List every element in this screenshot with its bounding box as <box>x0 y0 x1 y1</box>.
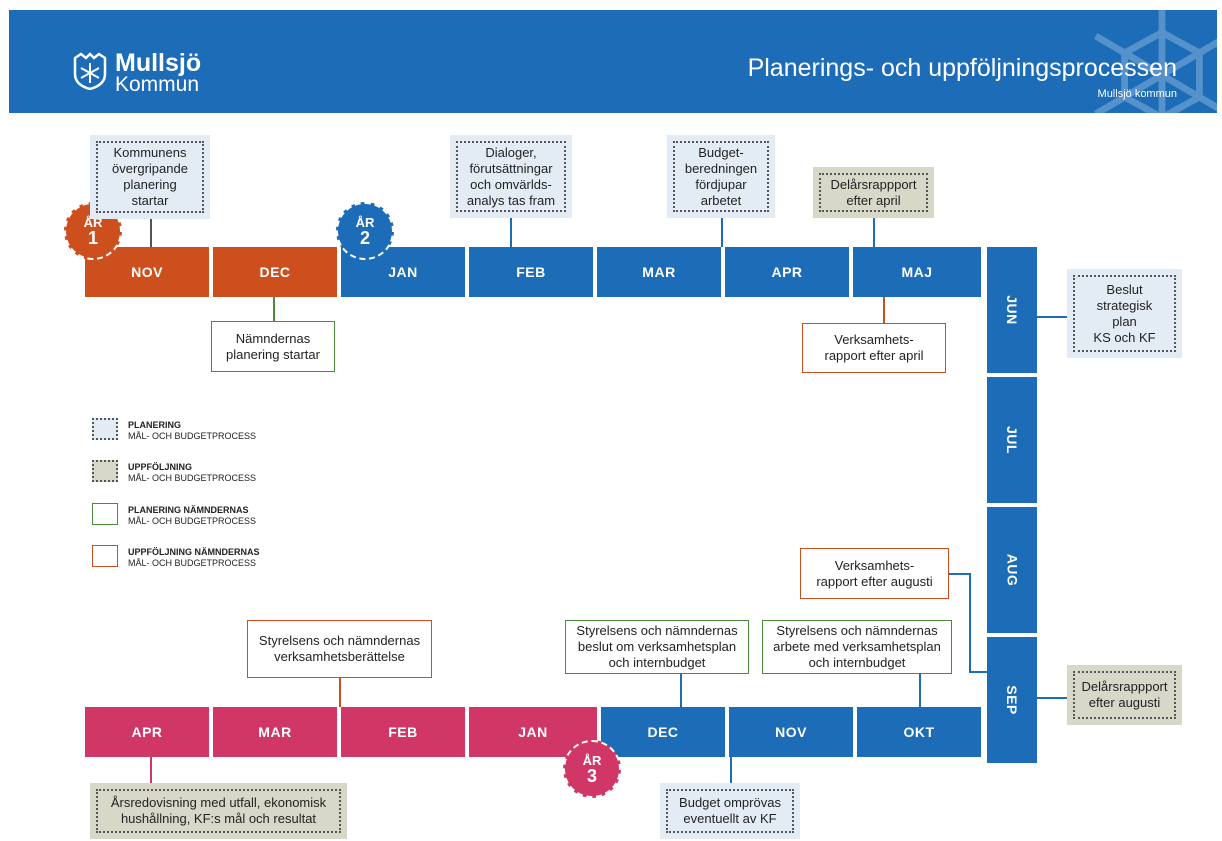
legend-planering-namndernas-swatch <box>92 503 118 525</box>
box-delarsrapport-april: Delårsrappport efter april <box>813 167 934 218</box>
snowflake-decoration-icon <box>1093 10 1217 113</box>
header-banner: Mullsjö Kommun Planerings- och uppföljni… <box>9 10 1217 113</box>
page-title: Planerings- och uppföljningsprocessen <box>747 54 1177 82</box>
legend-uppfoljning-swatch <box>92 460 118 482</box>
box-arsredovisning: Årsredovisning med utfall, ekonomisk hus… <box>90 783 347 839</box>
connector-line <box>919 674 921 707</box>
month-dec-year2: DEC <box>601 707 725 757</box>
legend-uppfoljning-sub: MÅL- OCH BUDGETPROCESS <box>128 473 257 483</box>
month-aug: AUG <box>987 507 1037 633</box>
connector-line <box>969 671 987 673</box>
month-jul: JUL <box>987 377 1037 503</box>
box-verksamhetsrapport-augusti-text: Verksamhets- rapport efter augusti <box>816 557 933 589</box>
legend-planering-sub: MÅL- OCH BUDGETPROCESS <box>128 431 257 441</box>
year-2-prefix: ÅR <box>355 215 375 230</box>
box-beslut-verksamhetsplan-text: Styrelsens och nämndernas beslut om verk… <box>576 623 738 670</box>
month-nov-year2: NOV <box>729 707 853 757</box>
connector-line <box>969 573 971 672</box>
connector-line <box>730 757 732 783</box>
box-namndernas-planering-text: Nämndernas planering startar <box>226 330 320 362</box>
box-beslut-strategisk-plan: Beslut strategisk plan KS och KF <box>1067 269 1182 358</box>
month-mar-year3: MAR <box>213 707 337 757</box>
legend-uppfoljning-title: UPPFÖLJNING <box>128 462 193 472</box>
month-apr-year3: APR <box>85 707 209 757</box>
year-3-badge: ÅR 3 <box>563 740 621 798</box>
month-nov-year1: NOV <box>85 247 209 297</box>
connector-line <box>510 218 512 247</box>
box-verksamhetsrapport-augusti: Verksamhets- rapport efter augusti <box>800 548 949 599</box>
connector-line <box>680 674 682 707</box>
logo-subtitle: Kommun <box>115 73 200 96</box>
connector-line <box>150 757 152 783</box>
year-2-badge: ÅR 2 <box>336 202 394 260</box>
month-dec-year1: DEC <box>213 247 337 297</box>
box-kommunens-planering: Kommunens övergripande planering startar <box>90 135 210 219</box>
box-delarsrapport-april-text: Delårsrappport efter april <box>830 176 917 208</box>
connector-line <box>721 218 723 247</box>
month-jan-year2: JAN <box>341 247 465 297</box>
month-apr-year2: APR <box>725 247 849 297</box>
box-verksamhetsberattelse: Styrelsens och nämndernas verksamhetsber… <box>247 620 432 678</box>
box-delarsrapport-augusti: Delårsrappport efter augusti <box>1067 665 1182 725</box>
logo-name: Mullsjö <box>115 49 202 77</box>
box-verksamhetsrapport-april-text: Verksamhets- rapport efter april <box>824 332 924 363</box>
month-maj-year2: MAJ <box>853 247 981 297</box>
connector-line <box>273 297 275 321</box>
year-2-number: 2 <box>359 228 370 248</box>
year-3-prefix: ÅR <box>582 753 602 768</box>
month-okt-year2: OKT <box>857 707 981 757</box>
year-1-prefix: ÅR <box>83 215 103 230</box>
connector-line <box>883 297 885 323</box>
box-arbete-verksamhetsplan: Styrelsens och nämndernas arbete med ver… <box>762 620 952 674</box>
connector-line <box>949 573 970 575</box>
year-3-number: 3 <box>586 766 597 786</box>
box-budget-omprovas: Budget omprövas eventuellt av KF <box>660 783 800 839</box>
box-beslut-verksamhetsplan: Styrelsens och nämndernas beslut om verk… <box>565 620 749 674</box>
box-beslut-strategisk-plan-text: Beslut strategisk plan KS och KF <box>1093 281 1156 345</box>
month-jun: JUN <box>987 247 1037 373</box>
box-dialoger: Dialoger, förutsättningar och omvärlds- … <box>450 135 572 218</box>
box-verksamhetsberattelse-text: Styrelsens och nämndernas verksamhetsber… <box>258 633 421 664</box>
connector-line <box>150 219 152 247</box>
legend-planering-title: PLANERING <box>128 420 182 430</box>
connector-line <box>1037 316 1067 318</box>
box-namndernas-planering: Nämndernas planering startar <box>211 321 335 372</box>
connector-line <box>339 678 341 707</box>
month-feb-year3: FEB <box>341 707 465 757</box>
month-mar-year2: MAR <box>597 247 721 297</box>
mullsjo-shield-icon <box>73 52 107 90</box>
year-1-number: 1 <box>87 228 98 248</box>
month-feb-year2: FEB <box>469 247 593 297</box>
month-sep-label: SEP <box>1003 685 1020 715</box>
month-jul-label: JUL <box>1003 426 1020 454</box>
page-subtitle: Mullsjö kommun <box>1097 88 1177 100</box>
box-arbete-verksamhetsplan-text: Styrelsens och nämndernas arbete med ver… <box>773 623 941 670</box>
box-dialoger-text: Dialoger, förutsättningar och omvärlds- … <box>466 144 556 208</box>
legend-planering-swatch <box>92 418 118 440</box>
legend-uppfoljning-namndernas-title: UPPFÖLJNING NÄMNDERNAS <box>128 547 260 557</box>
box-budget-omprovas-text: Budget omprövas eventuellt av KF <box>679 795 781 826</box>
box-verksamhetsrapport-april: Verksamhets- rapport efter april <box>802 323 946 373</box>
legend-planering-namndernas-sub: MÅL- OCH BUDGETPROCESS <box>128 516 257 526</box>
box-delarsrapport-augusti-text: Delårsrappport efter augusti <box>1081 679 1168 710</box>
month-aug-label: AUG <box>1004 553 1020 587</box>
box-arsredovisning-text: Årsredovisning med utfall, ekonomisk hus… <box>110 795 327 826</box>
month-jun-label: JUN <box>1003 295 1020 325</box>
connector-line <box>873 218 875 247</box>
connector-line <box>1037 697 1067 699</box>
legend-uppfoljning-namndernas-swatch <box>92 545 118 567</box>
month-sep: SEP <box>987 637 1037 763</box>
box-budgetberedning-text: Budget- beredningen fördjupar arbetet <box>684 144 758 208</box>
box-kommunens-planering-text: Kommunens övergripande planering startar <box>112 145 188 208</box>
box-budgetberedning: Budget- beredningen fördjupar arbetet <box>667 135 775 218</box>
legend-uppfoljning-namndernas-sub: MÅL- OCH BUDGETPROCESS <box>128 558 257 568</box>
legend-planering-namndernas-title: PLANERING NÄMNDERNAS <box>128 505 249 515</box>
